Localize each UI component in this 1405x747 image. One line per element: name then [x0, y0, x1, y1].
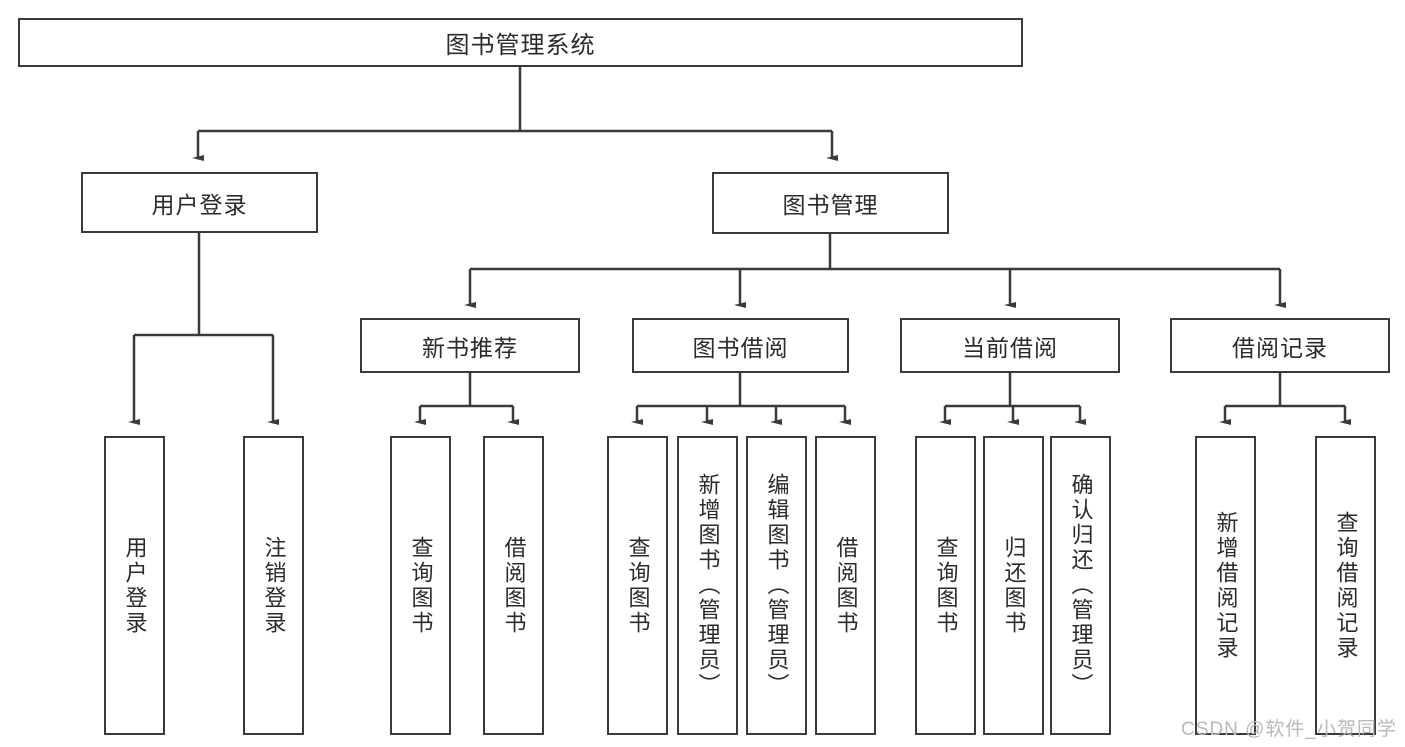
node-label: 查询图书	[933, 535, 959, 636]
leaf-recommend-query-book[interactable]: 查询图书	[390, 436, 451, 735]
leaf-current-return-book[interactable]: 归还图书	[983, 436, 1044, 735]
node-label: 注销登录	[261, 535, 287, 636]
leaf-record-query-record[interactable]: 查询借阅记录	[1315, 436, 1376, 735]
node-label: 查询借阅记录	[1333, 510, 1359, 661]
leaf-current-confirm-return-admin[interactable]: 确认归还（管理员）	[1050, 436, 1111, 735]
node-label: 借阅图书	[833, 535, 859, 636]
leaf-recommend-borrow-book[interactable]: 借阅图书	[483, 436, 544, 735]
node-label: 借阅记录	[1232, 334, 1328, 361]
node-book-management[interactable]: 图书管理	[712, 172, 949, 234]
node-label: 图书管理系统	[445, 32, 596, 59]
csdn-watermark: CSDN @软件_小贺同学	[1181, 719, 1397, 740]
node-book-borrow[interactable]: 图书借阅	[632, 318, 849, 373]
leaf-current-query-book[interactable]: 查询图书	[915, 436, 976, 735]
leaf-borrow-add-book-admin[interactable]: 新增图书（管理员）	[677, 436, 738, 735]
node-label: 归还图书	[1001, 535, 1027, 636]
node-new-book-recommend[interactable]: 新书推荐	[360, 318, 580, 373]
node-label: 新增借阅记录	[1213, 510, 1239, 661]
node-label: 查询图书	[408, 535, 434, 636]
node-label: 当前借阅	[962, 334, 1058, 361]
node-label: 编辑图书（管理员）	[764, 473, 790, 698]
node-label: 新书推荐	[422, 334, 518, 361]
node-current-borrow[interactable]: 当前借阅	[900, 318, 1120, 373]
node-label: 用户登录	[122, 535, 148, 636]
node-borrow-record[interactable]: 借阅记录	[1170, 318, 1390, 373]
node-label: 用户登录	[151, 191, 248, 218]
leaf-record-add-record[interactable]: 新增借阅记录	[1195, 436, 1256, 735]
node-label: 借阅图书	[501, 535, 527, 636]
node-label: 图书借阅	[692, 334, 789, 361]
node-label: 新增图书（管理员）	[695, 473, 721, 698]
node-user-login[interactable]: 用户登录	[81, 172, 318, 233]
leaf-user-login-login[interactable]: 用户登录	[104, 436, 165, 735]
node-root-system[interactable]: 图书管理系统	[18, 18, 1023, 67]
leaf-user-login-logout[interactable]: 注销登录	[243, 436, 304, 735]
node-label: 查询图书	[625, 535, 651, 636]
leaf-borrow-borrow-book[interactable]: 借阅图书	[815, 436, 876, 735]
leaf-borrow-edit-book-admin[interactable]: 编辑图书（管理员）	[746, 436, 807, 735]
leaf-borrow-query-book[interactable]: 查询图书	[607, 436, 668, 735]
node-label: 图书管理	[782, 192, 879, 218]
node-label: 确认归还（管理员）	[1068, 473, 1094, 698]
